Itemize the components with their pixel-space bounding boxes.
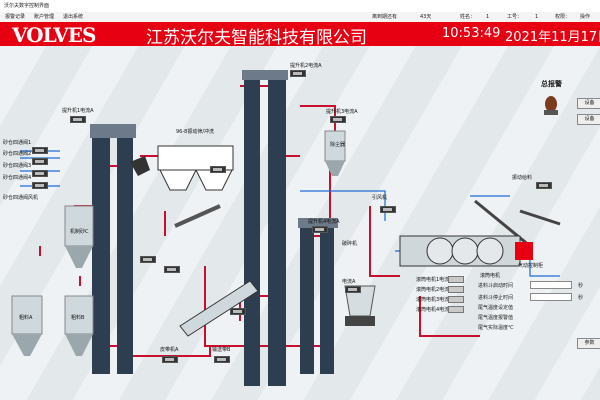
name-label: 姓名：: [460, 14, 476, 20]
menu-account[interactable]: 账户管理: [34, 14, 55, 20]
label-motor1: 滚筒电机1电流A: [416, 277, 453, 283]
label-fines: 机制砂C: [70, 229, 89, 235]
silos: [11, 130, 346, 356]
label-silo-a: 粗料A: [19, 315, 33, 321]
param-feed-start-label: 进料斗启动时间: [478, 283, 514, 289]
label-screen: 96-8振动筛/冲洗: [176, 129, 215, 135]
param-temp-set-label: 尾气温度设定值: [478, 305, 514, 311]
perm-value: 操作: [580, 14, 591, 20]
motor2-reading: [448, 286, 464, 293]
param-feed-start-input[interactable]: [530, 281, 572, 289]
conveyors: [174, 199, 561, 337]
bin1-indicator[interactable]: [32, 147, 48, 154]
param-feed-start-unit: 秒: [578, 283, 584, 289]
equipment-button-1[interactable]: 设备: [577, 98, 600, 109]
alarm-label[interactable]: 总报警: [541, 80, 562, 88]
label-bin2: 砂仓四通阀2: [3, 151, 32, 157]
company-name: 江苏沃尔夫智能科技有限公司: [146, 28, 367, 48]
id-label: 工号：: [507, 14, 523, 20]
clock-date: 2021年11月17日: [505, 30, 600, 45]
label-compressor: 气动控制柜: [518, 263, 544, 269]
lift2-indicator[interactable]: [290, 70, 306, 77]
plant-diagram: [11, 70, 561, 386]
bin4-indicator[interactable]: [32, 182, 48, 189]
fan-indicator[interactable]: [380, 206, 396, 213]
company-logo: VOLVES: [12, 23, 96, 47]
screen-unit: [130, 145, 234, 191]
label-motor-a: 滚筒电机: [480, 273, 501, 279]
label-belt-a: 皮带机A: [160, 347, 179, 353]
label-mixfan: 砂仓四通阀风机: [3, 195, 39, 201]
dryer-drum: [399, 235, 533, 267]
label-crusher-current: 电流A: [342, 279, 356, 285]
label-lift1: 提升机1电流A: [62, 108, 94, 114]
window-title: 沃尔夫数字控制界面: [4, 3, 50, 9]
screen-indicator[interactable]: [210, 166, 226, 173]
menu-alarm-log[interactable]: 报警记录: [5, 14, 26, 20]
label-lift3: 提升机3电流A: [326, 109, 358, 115]
motor4-reading: [448, 306, 464, 313]
lift3-indicator[interactable]: [330, 116, 346, 123]
label-lift2: 提升机2电流A: [290, 63, 322, 69]
param-feed-stop-unit: 秒: [578, 295, 584, 301]
bin2-indicator[interactable]: [32, 158, 48, 165]
crusher-unit: [344, 285, 376, 326]
feeder-indicator[interactable]: [536, 182, 552, 189]
window-titlebar: 沃尔夫数字控制界面: [0, 0, 600, 12]
clock-time: 10:53:49: [442, 26, 501, 41]
id-value: 1: [535, 14, 539, 20]
motor3-reading: [448, 296, 464, 303]
name-value: 1: [486, 14, 490, 20]
label-crusher: 破碎机: [342, 241, 358, 247]
crusher-indicator[interactable]: [345, 286, 361, 293]
process-canvas: 总报警 提升机1电流A 提升机2电流A 提升机3电流A 提升机4电流A 砂仓四通…: [0, 46, 600, 400]
expiry-value: 43天: [420, 14, 432, 20]
conveyor2-indicator[interactable]: [164, 266, 180, 273]
belt-a-indicator[interactable]: [162, 356, 178, 363]
param-feed-stop-label: 进料斗停止时间: [478, 295, 514, 301]
menu-exit[interactable]: 退出系统: [63, 14, 84, 20]
perm-label: 权限：: [555, 14, 571, 20]
elevator-heads: [90, 70, 338, 228]
label-motor2: 滚筒电机2电流A: [416, 287, 453, 293]
param-temp-actual-label: 尾气实际温度℃: [478, 325, 514, 331]
label-fan: 引风机: [372, 195, 388, 201]
app-header: VOLVES 江苏沃尔夫智能科技有限公司 10:53:49 2021年11月17…: [0, 22, 600, 48]
motor1-reading: [448, 276, 464, 283]
screen2-indicator[interactable]: [230, 308, 246, 315]
label-silo-b: 粗料B: [71, 315, 85, 321]
parameter-button[interactable]: 参数: [577, 338, 600, 349]
belt-b-indicator[interactable]: [214, 356, 230, 363]
lift4-indicator[interactable]: [312, 226, 328, 233]
expiry-label: 离到期还有: [372, 14, 398, 20]
label-belt-b: 输送带B: [212, 347, 231, 353]
conveyor1-indicator[interactable]: [140, 256, 156, 263]
label-motor3: 滚筒电机3电流A: [416, 297, 453, 303]
elevators: [92, 76, 334, 386]
label-feeder: 振动给料: [512, 175, 533, 181]
param-feed-stop-input[interactable]: [530, 293, 572, 301]
bin3-indicator[interactable]: [32, 170, 48, 177]
alarm-light-icon: [544, 96, 558, 115]
label-bin4: 砂仓四通阀4: [3, 175, 32, 181]
label-dust: 除尘器: [330, 142, 346, 148]
param-temp-alarm-label: 尾气温度报警值: [478, 315, 514, 321]
label-bin3: 砂仓四通阀3: [3, 163, 32, 169]
label-bin1: 砂仓四通阀1: [3, 140, 32, 146]
lift1-indicator[interactable]: [70, 116, 86, 123]
equipment-button-2[interactable]: 设备: [577, 114, 600, 125]
label-lift4: 提升机4电流A: [308, 219, 340, 225]
label-motor4: 滚筒电机4电流A: [416, 307, 453, 313]
